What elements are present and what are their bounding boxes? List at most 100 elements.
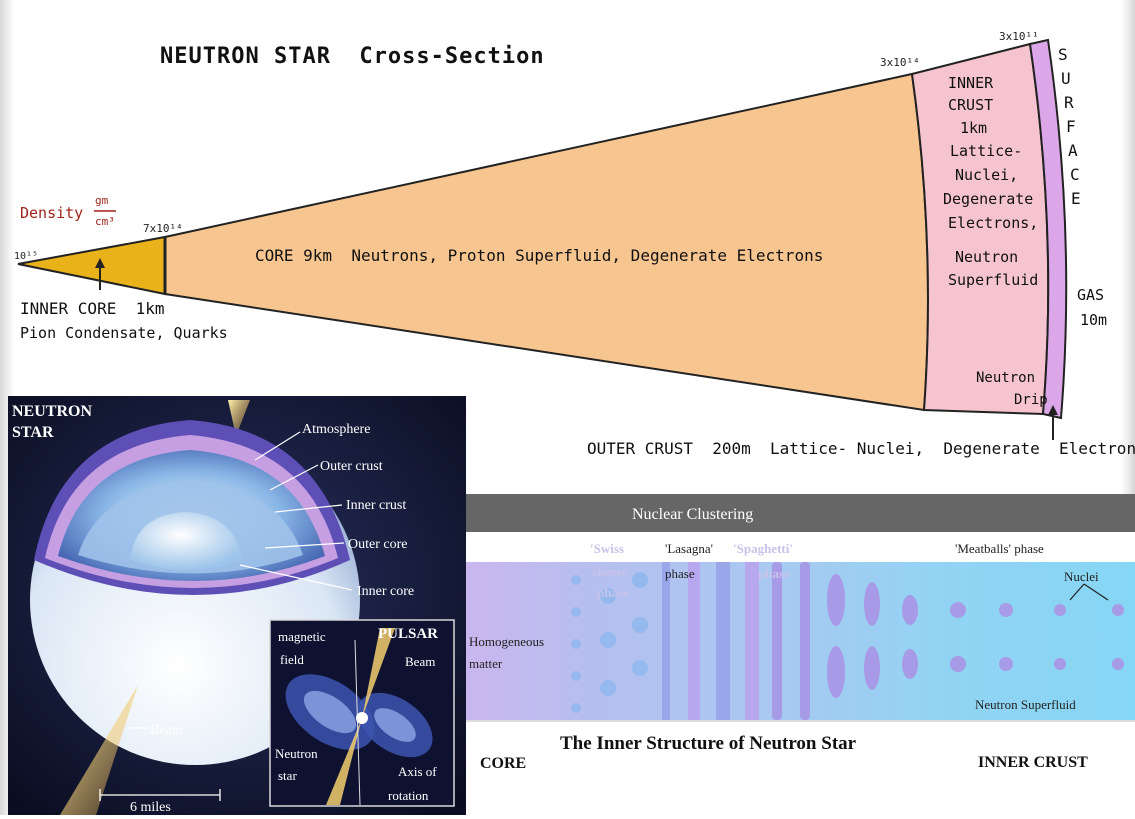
pulsar-field-inner (303, 690, 357, 734)
swiss-cheese-holes (571, 572, 648, 713)
surface-letter: E (1071, 189, 1081, 208)
inner-crust-line: Nuclei, (955, 166, 1018, 184)
elongated-cluster (827, 646, 845, 698)
inner-core-region (17, 235, 166, 296)
inner-crust-line: Lattice- (950, 142, 1022, 160)
cheese-hole (571, 575, 581, 585)
inner-crust-line: Degenerate (943, 190, 1033, 208)
spaghetti-rod (800, 562, 810, 720)
cheese-hole (571, 703, 581, 713)
layer-label-outer-core: Outer core (348, 537, 407, 552)
pulsar-beam-label: Beam (405, 654, 435, 669)
elongated-cluster (902, 649, 918, 679)
layer-label-inner-crust: Inner crust (346, 498, 406, 513)
meatball (999, 657, 1013, 671)
inner-core-description: Pion Condensate, Quarks (20, 324, 228, 342)
cheese-hole (571, 671, 581, 681)
cheese-hole (600, 632, 616, 648)
cheese-hole (632, 617, 648, 633)
callout-line (274, 504, 343, 513)
callout-line (254, 431, 301, 461)
magnetic-field-label: magnetic (278, 629, 326, 644)
homogeneous-label: matter (469, 656, 503, 671)
homogeneous-label: Homogeneous (469, 634, 544, 649)
phase-label-spaghetti: 'Spaghetti' (733, 541, 793, 556)
inner-crust-line: Neutron (955, 248, 1018, 266)
phase-label-meatballs: 'Meatballs' phase (955, 541, 1044, 556)
layer-label-inner-core: Inner core (357, 584, 414, 599)
magnetic-field-label: field (280, 652, 304, 667)
axis-label: Axis of (398, 764, 437, 779)
surface-label: S U R F A C E (1058, 45, 1081, 208)
inner-crust-line: INNER (948, 74, 994, 92)
spaghetti-rods (772, 562, 810, 720)
gas-thickness: 10m (1080, 311, 1107, 329)
inner-core-arrowhead (95, 258, 105, 268)
phase-labels: 'Swiss cheese' phase 'Lasagna' phase 'Sp… (590, 541, 1044, 600)
bottom-beam (60, 685, 138, 815)
meatball (999, 603, 1013, 617)
layer-labels: Atmosphere Outer crust Inner crust Outer… (150, 422, 414, 738)
clustering-header-bar (466, 494, 1135, 532)
meatball (1054, 658, 1066, 670)
beam-label: Beam (150, 723, 183, 738)
meatball (1112, 604, 1124, 616)
gas-label: GAS (1077, 286, 1104, 304)
inner-crust-boundary-density-label: 3x10¹⁴ (880, 56, 920, 69)
core-side-label: CORE (480, 755, 526, 772)
cheese-hole (571, 607, 581, 617)
outer-crust-region (1028, 38, 1068, 420)
surface-letter: S (1058, 45, 1068, 64)
callout-lines (128, 431, 353, 729)
clustering-header: Nuclear Clustering (632, 506, 753, 523)
surface-letter: C (1070, 165, 1080, 184)
elongated-cluster (864, 646, 880, 690)
pulsar-field-inner (374, 708, 416, 742)
lasagna-slabs (662, 562, 759, 720)
callout-line (269, 464, 319, 491)
cheese-hole (600, 680, 616, 696)
pulsar-title: PULSAR (378, 626, 438, 642)
surface-density-label: 3x10¹¹ (999, 30, 1039, 43)
phase-label-lasagna: phase (665, 566, 695, 581)
spaghetti-rod (772, 562, 782, 720)
inner-core-sphere (130, 512, 242, 570)
star-title-line: STAR (12, 424, 54, 441)
phase-label-swiss: cheese' (592, 564, 631, 579)
meatball (1054, 604, 1066, 616)
surface-letter: A (1068, 141, 1078, 160)
layer-label-outer-crust: Outer crust (320, 459, 383, 474)
outer-crust-label: OUTER CRUST 200m Lattice- Nuclei, Degene… (587, 439, 1135, 458)
outer-crust-arrowhead (1048, 405, 1058, 415)
lasagna-slab (662, 562, 670, 720)
superfluid-label: Neutron Superfluid (975, 697, 1076, 712)
nuclei-pointer (1083, 583, 1109, 601)
inner-crust-line: Superfluid (948, 271, 1038, 289)
elongated-cluster (827, 574, 845, 626)
neutron-drip-line: Neutron (976, 370, 1035, 386)
elongated-cluster (864, 582, 880, 626)
nuclear-clustering-diagram: Nuclear Clustering (466, 494, 1135, 815)
meatball (1112, 658, 1124, 670)
center-density-label: 10¹⁵ (14, 251, 38, 262)
pulsar-beam-bottom (326, 718, 362, 805)
phase-label-strip (466, 532, 1135, 562)
meatball-nuclei (950, 602, 1124, 672)
neutron-star-label: Neutron (275, 746, 318, 761)
top-beam (228, 400, 250, 436)
star-title-line: NEUTRON (12, 403, 92, 420)
pulsar-labels: magnetic field PULSAR Beam Neutron star … (275, 626, 438, 803)
elongated-clusters (827, 574, 918, 698)
meatball (950, 656, 966, 672)
axis-label: rotation (388, 788, 429, 803)
surface-letter: R (1064, 93, 1074, 112)
pulsar-beam-top (362, 628, 395, 718)
inner-crust-line: CRUST (948, 96, 993, 114)
inner-core-label: INNER CORE 1km (20, 299, 165, 318)
nuclei-pointer (1069, 583, 1085, 601)
scale-label: 6 miles (130, 800, 171, 815)
neutron-star-label: star (278, 768, 297, 783)
core-label: CORE 9km Neutrons, Proton Superfluid, De… (255, 246, 823, 265)
nuclei-label: Nuclei (1064, 569, 1099, 584)
